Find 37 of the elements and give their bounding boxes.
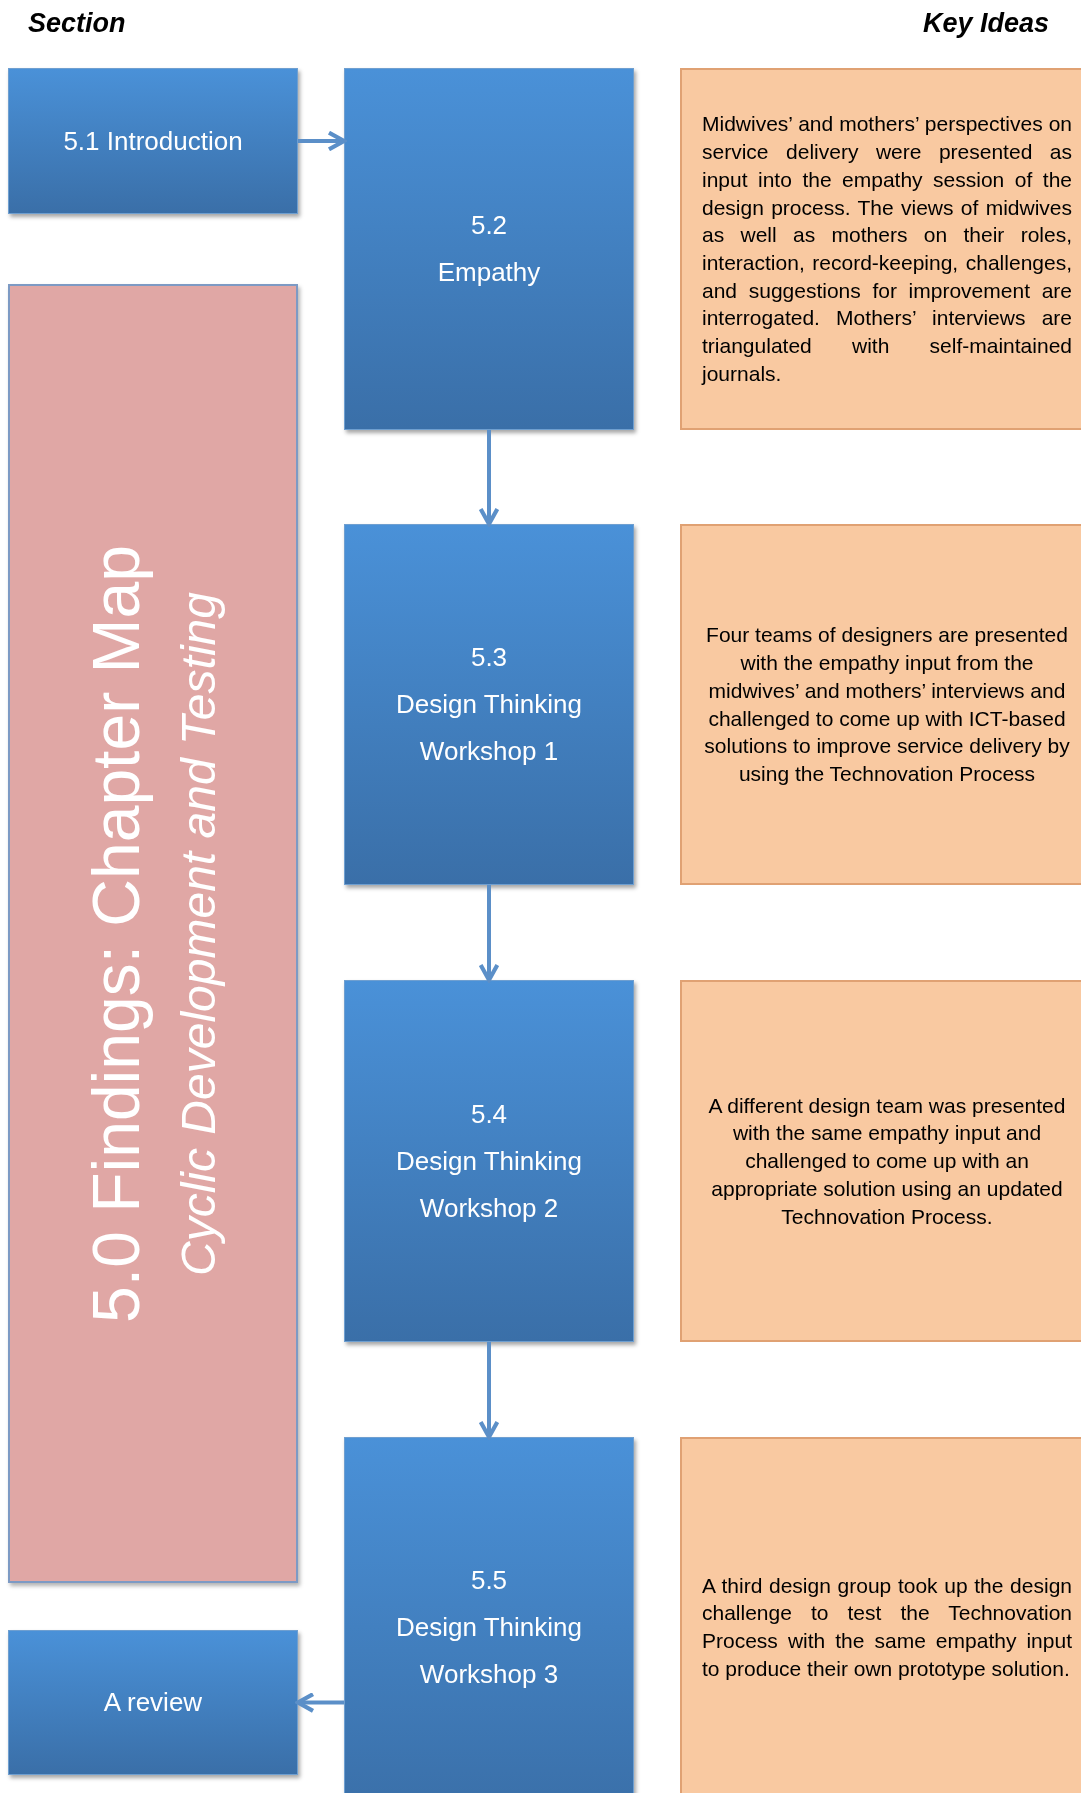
key-idea-box xyxy=(680,980,1081,1342)
section-label: Workshop 2 xyxy=(419,1192,559,1224)
section-box xyxy=(8,68,298,214)
section-label: Workshop 3 xyxy=(419,1658,559,1690)
arrow xyxy=(478,430,500,527)
key-idea-text: Four teams of designers are presented with the empathy input from the midwives’ and mothers’ interviews and challenged to come up with ICT-based solutions to improve service delivery by using the Technovation Process xyxy=(703,622,1071,787)
chapter-band xyxy=(8,284,298,1583)
arrow xyxy=(298,130,347,152)
column-heading: Section xyxy=(28,8,126,39)
chapter-subtitle: Cyclic Development and Testing xyxy=(172,591,226,1276)
arrow xyxy=(295,1692,344,1713)
key-idea-box xyxy=(680,524,1081,885)
key-idea-box xyxy=(680,1437,1081,1793)
section-box xyxy=(344,68,634,430)
section-label: 5.3 xyxy=(470,642,508,673)
key-idea-text: A third design group took up the design challenge to test the Technovation Process with the same empathy input to produce their own prototype solution. xyxy=(702,1572,1072,1682)
section-box xyxy=(344,1437,634,1793)
key-idea-text: Midwives’ and mothers’ perspectives on service delivery were presented as input into the empathy session of the design process. The views of midwives as well as mothers on their roles, interaction, record-keeping, challenges, and suggestions for improvement are interrogated. Mothers’ interviews are triangulated with self-maintained journals. xyxy=(702,111,1072,387)
key-idea-box xyxy=(680,68,1081,430)
section-label: A review xyxy=(103,1687,203,1718)
section-label: 5.1 Introduction xyxy=(63,125,243,157)
column-heading: Key Ideas xyxy=(922,8,1049,39)
section-label: 5.2 xyxy=(470,210,508,241)
section-label: Design Thinking xyxy=(396,689,582,720)
section-label: 5.4 xyxy=(470,1098,508,1130)
section-label: Empathy xyxy=(437,257,541,288)
arrow xyxy=(478,1342,500,1440)
section-box xyxy=(8,1630,298,1775)
section-box xyxy=(344,524,634,885)
section-label: Workshop 1 xyxy=(419,736,559,767)
section-label: 5.5 xyxy=(470,1564,508,1596)
arrow xyxy=(478,885,500,983)
section-box xyxy=(344,980,634,1342)
key-idea-text: A different design team was presented with the same empathy input and challenged to come up with an appropriate solution using an updated Technovation Process. xyxy=(707,1092,1067,1230)
section-label: Design Thinking xyxy=(396,1611,582,1643)
section-label: Design Thinking xyxy=(396,1145,582,1177)
chapter-title: 5.0 Findings: Chapter Map xyxy=(80,544,153,1323)
